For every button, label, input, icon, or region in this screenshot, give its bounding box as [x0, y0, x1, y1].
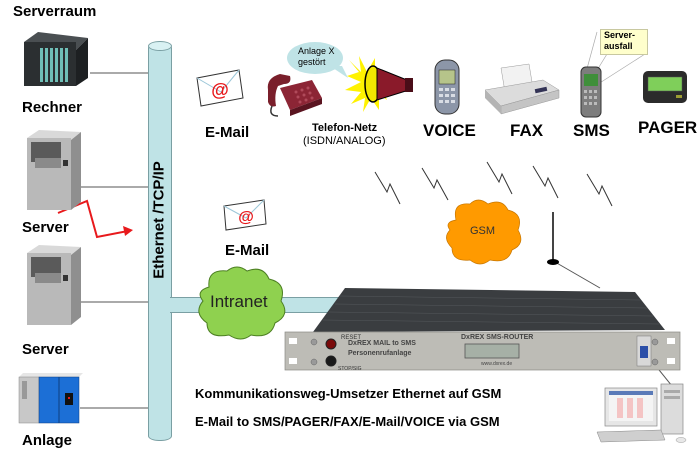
router-left-text-1: DxREX MAIL to SMS [348, 340, 416, 347]
channel-sublabel-telefon: (ISDN/ANALOG) [303, 135, 386, 147]
router-center-title: DxREX SMS-ROUTER [461, 334, 534, 341]
router-left-text-2: Personenrufanlage [348, 350, 412, 357]
callout-text: Server-ausfall [604, 30, 636, 51]
stop-button-label: STOP/SIG [338, 366, 362, 372]
sms-phone-icon [580, 66, 602, 118]
email-envelope-icon: @ [222, 199, 268, 231]
server-failure-callout [600, 29, 648, 55]
svg-text:@: @ [238, 209, 254, 226]
reset-button-label: RESET [341, 335, 362, 341]
device-label-rechner: Rechner [22, 99, 83, 116]
telephone-icon [262, 70, 324, 118]
speech-bubble-text: Anlage X gestört [298, 46, 335, 67]
server-tower-icon [25, 245, 83, 325]
page-title: Serverraum [13, 3, 97, 20]
radio-signal-icon [586, 173, 613, 207]
radio-signal-icon [486, 161, 513, 195]
radio-signal-icon [374, 171, 401, 205]
alert-arrowhead [123, 226, 133, 236]
channel-label-pager: PAGER [638, 118, 698, 137]
svg-text:@: @ [211, 80, 229, 100]
intranet-email-label: E-Mail [225, 242, 270, 259]
speech-bubble-tail [330, 66, 348, 78]
radio-signals [374, 161, 613, 207]
desktop-pc-icon [595, 380, 695, 444]
email-envelope-icon: @ [195, 69, 245, 107]
footer-line-2: E-Mail to SMS/PAGER/FAX/E-Mail/VOICE via… [195, 414, 500, 429]
footer-line-1: Kommunikationsweg-Umsetzer Ethernet auf … [195, 386, 502, 401]
ethernet-bus [148, 43, 172, 441]
alarm-horn-icon [345, 54, 415, 114]
channel-label-sms: SMS [573, 121, 610, 140]
radio-signal-icon [532, 165, 559, 199]
channel-label-fax: FAX [510, 121, 544, 140]
alarm-speech-bubble [287, 42, 343, 74]
pager-icon [642, 70, 688, 104]
device-label-server-2: Server [22, 341, 69, 358]
channel-label-email: E-Mail [205, 124, 250, 141]
ethernet-bus-cap [148, 41, 172, 51]
channel-label-voice: VOICE [423, 121, 476, 140]
intranet-label: Intranet [210, 292, 268, 311]
antenna-icon [545, 212, 561, 268]
gsm-cloud-label: GSM [470, 225, 496, 237]
mobile-phone-icon [434, 58, 460, 116]
device-label-anlage: Anlage [22, 432, 73, 449]
fax-machine-icon [483, 63, 561, 115]
server-tower-icon [25, 130, 83, 210]
device-label-server-1: Server [22, 219, 69, 236]
antenna-cable [554, 261, 601, 289]
ethernet-bus-label: Ethernet /TCP/IP [150, 161, 168, 279]
intranet-cloud [198, 266, 286, 340]
gsm-cloud [446, 199, 522, 265]
router-url: www.dxrex.de [481, 361, 513, 367]
industrial-cabinet-icon [17, 373, 85, 425]
plc-rack-icon [20, 30, 90, 90]
sms-router-device: RESET STOP/SIG DxREX MAIL to SMS Persone… [284, 282, 681, 372]
radio-signal-icon [421, 167, 449, 201]
channel-label-telefon: Telefon-Netz [312, 122, 378, 134]
